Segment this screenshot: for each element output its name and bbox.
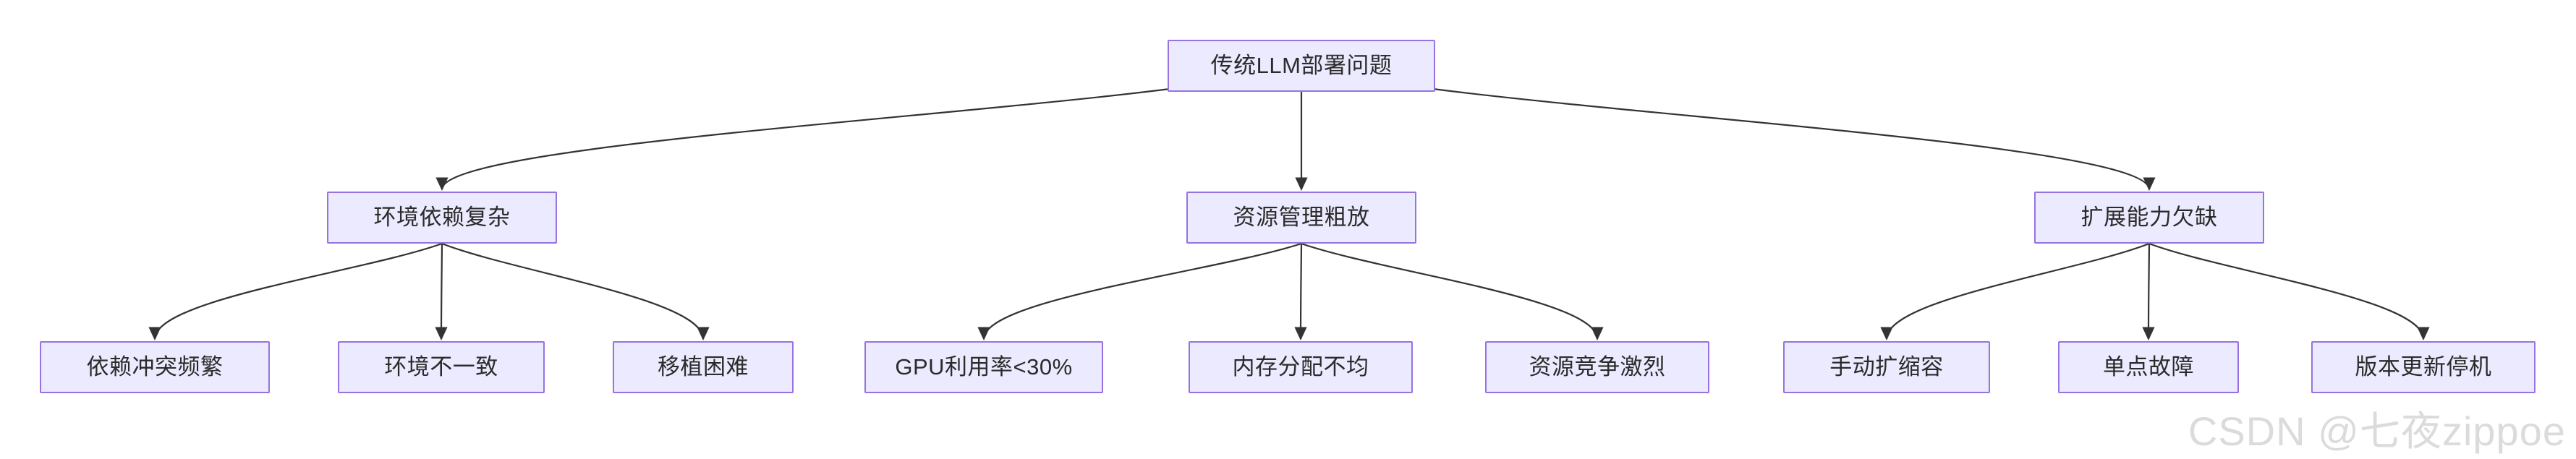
node-l9[interactable]: 版本更新停机 [2311, 341, 2535, 393]
node-l1[interactable]: 依赖冲突频繁 [40, 341, 270, 393]
watermark-text: CSDN @七夜zippoe [2188, 408, 2566, 454]
node-label: 扩展能力欠缺 [2080, 204, 2218, 230]
node-label: 内存分配不均 [1232, 353, 1369, 379]
node-label: 依赖冲突频繁 [86, 353, 224, 379]
edge-g2-to-l6 [1301, 242, 1604, 340]
edge-g3-to-l7 [1880, 242, 2150, 340]
node-label: 资源竞争激烈 [1529, 353, 1666, 379]
node-l2[interactable]: 环境不一致 [338, 341, 545, 393]
edge-g3-to-l9 [2148, 242, 2430, 340]
node-l3[interactable]: 移植困难 [613, 341, 794, 393]
edge-g3-to-l8 [2142, 243, 2155, 340]
node-root[interactable]: 传统LLM部署问题 [1168, 40, 1435, 92]
node-label: 单点故障 [2103, 353, 2194, 379]
node-l6[interactable]: 资源竞争激烈 [1485, 341, 1709, 393]
node-label: 手动扩缩容 [1829, 353, 1944, 379]
node-g1[interactable]: 环境依赖复杂 [327, 192, 557, 244]
node-l5[interactable]: 内存分配不均 [1189, 341, 1413, 393]
edge-root-to-g3 [1434, 88, 2156, 191]
node-label: 版本更新停机 [2355, 353, 2492, 379]
node-g2[interactable]: 资源管理粗放 [1186, 192, 1416, 244]
edge-g1-to-l2 [435, 243, 448, 340]
node-label: 移植困难 [658, 353, 749, 379]
edge-g1-to-l1 [148, 242, 443, 340]
node-label: 资源管理粗放 [1233, 204, 1370, 230]
node-l4[interactable]: GPU利用率<30% [864, 341, 1103, 393]
node-g3[interactable]: 扩展能力欠缺 [2034, 192, 2264, 244]
edge-g2-to-l4 [977, 242, 1302, 340]
node-label: GPU利用率<30% [895, 353, 1073, 379]
edge-g1-to-l3 [441, 242, 710, 340]
edge-root-to-g1 [435, 88, 1168, 191]
node-label: 环境不一致 [384, 353, 498, 379]
node-label: 传统LLM部署问题 [1210, 52, 1393, 78]
node-label: 环境依赖复杂 [373, 204, 511, 230]
node-l7[interactable]: 手动扩缩容 [1783, 341, 1990, 393]
node-l8[interactable]: 单点故障 [2058, 341, 2239, 393]
